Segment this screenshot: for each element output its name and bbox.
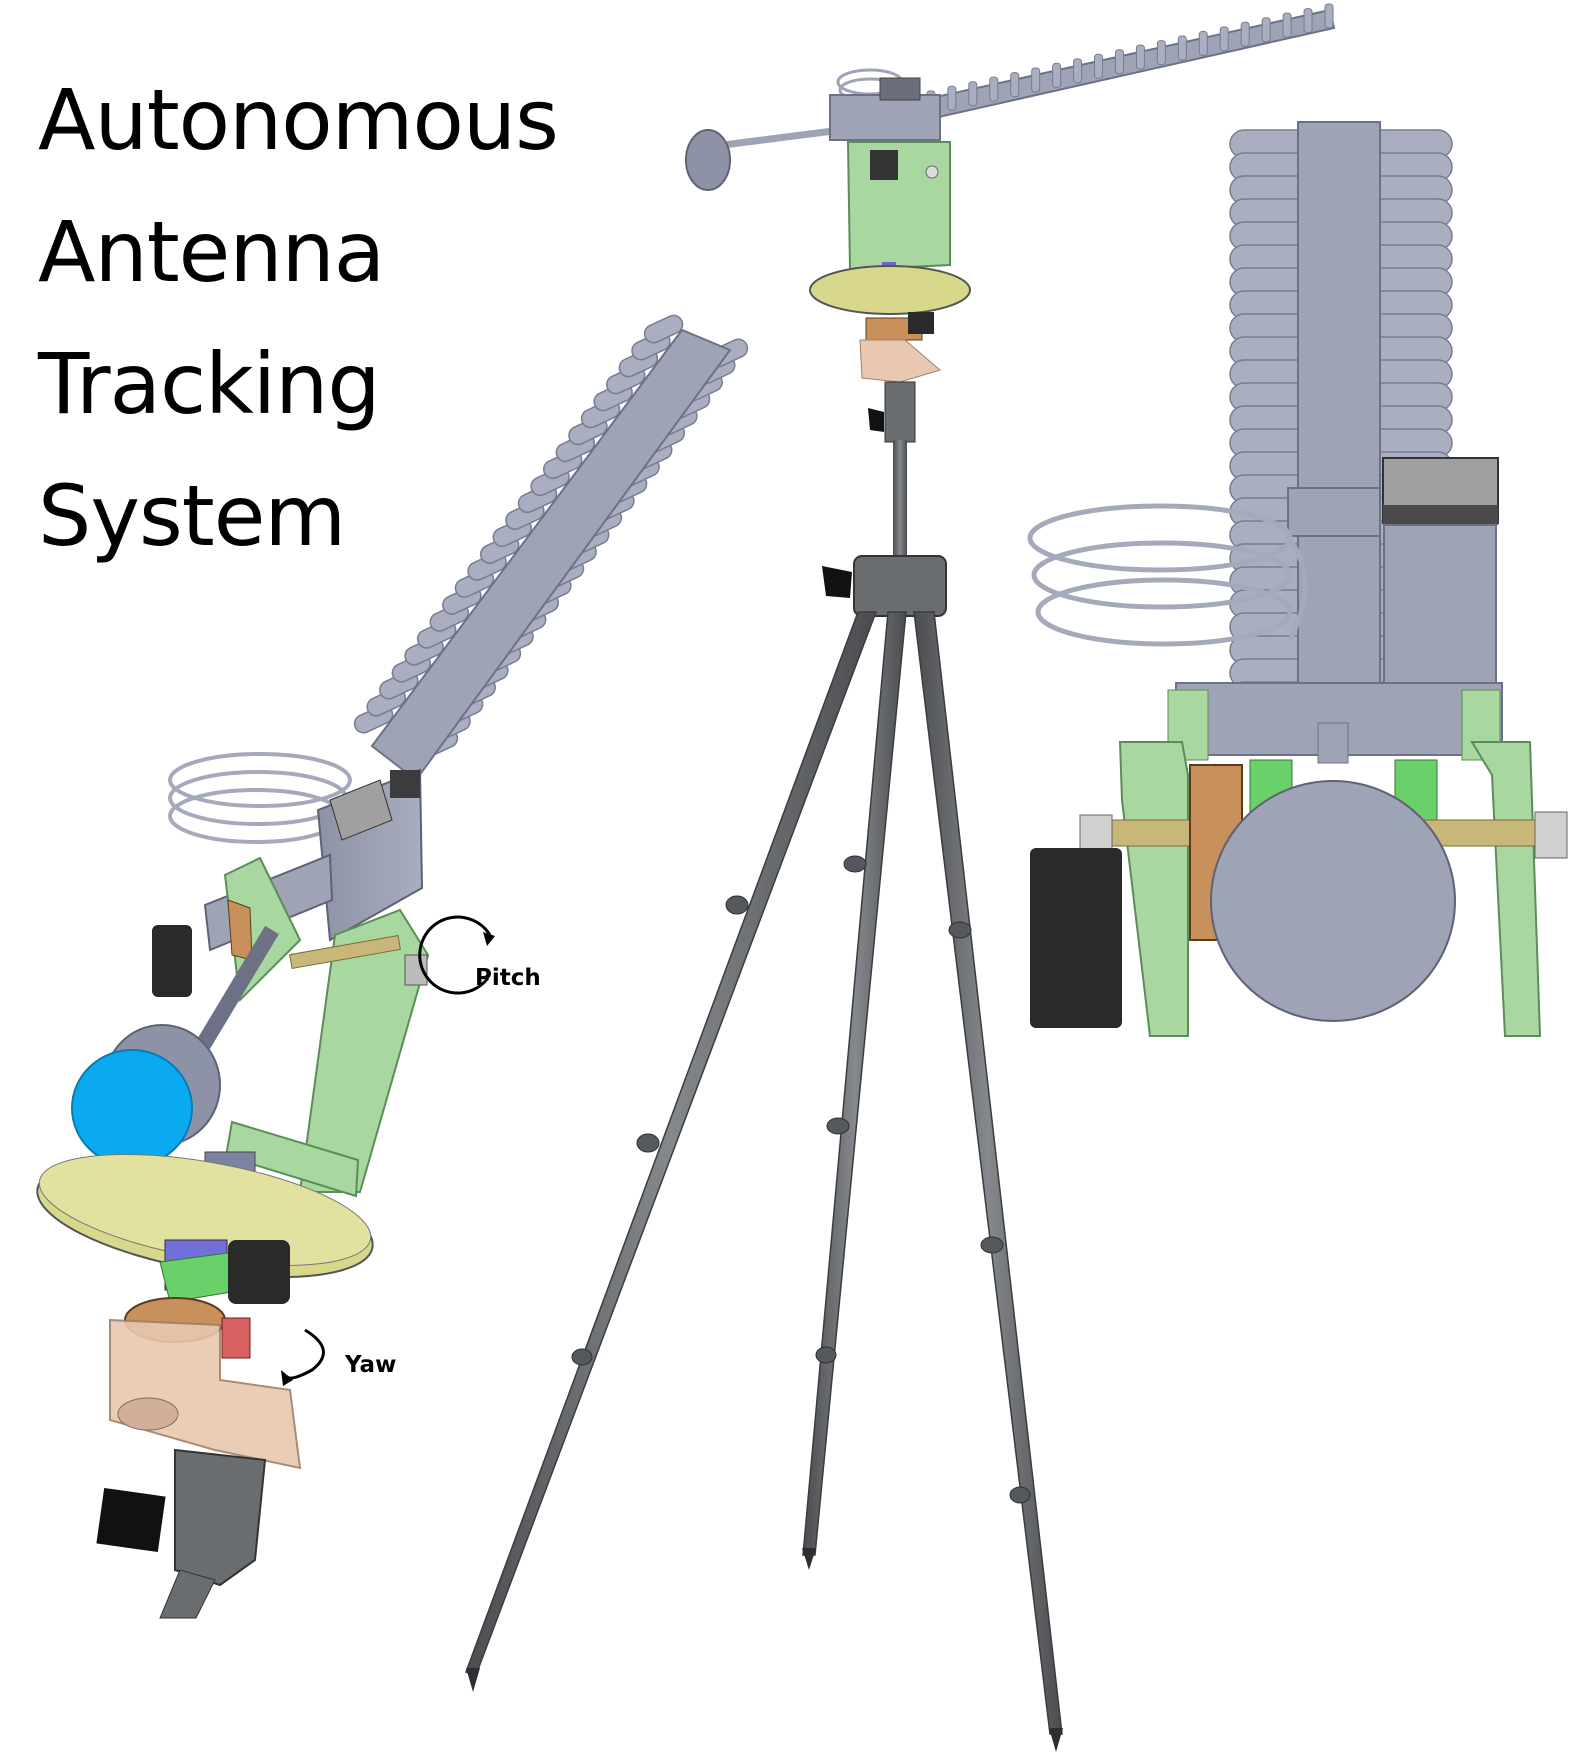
antenna-element: [643, 314, 684, 344]
tripod-hub: [822, 555, 947, 617]
center-pan-head: [868, 381, 916, 560]
page-title: Autonomous Antenna Tracking System: [38, 54, 559, 582]
antenna-element: [1073, 58, 1083, 84]
front-counterweight: [1210, 722, 1456, 1022]
antenna-element: [1031, 67, 1041, 93]
front-coil-cable: [1027, 503, 1308, 647]
antenna-element: [1156, 40, 1166, 66]
antenna-element: [1114, 49, 1124, 75]
tripod-legs: [465, 611, 1063, 1752]
antenna-element: [1135, 44, 1145, 70]
center-turntable: [809, 265, 971, 315]
antenna-element: [947, 85, 957, 111]
antenna-element: [1261, 17, 1271, 43]
antenna-element: [1324, 3, 1334, 29]
closeup-adapter: [109, 1318, 302, 1470]
antenna-element: [1240, 21, 1250, 47]
pitch-label: Pitch: [475, 965, 541, 991]
title-line-2: Antenna: [38, 203, 385, 301]
title-line-1: Autonomous: [38, 71, 559, 169]
title-line-4: System: [38, 467, 346, 565]
closeup-assembly: [36, 314, 749, 1619]
antenna-element: [1094, 53, 1104, 79]
antenna-element: [968, 81, 978, 107]
pitch-indicator: Pitch: [418, 915, 541, 995]
antenna-element: [1177, 35, 1187, 61]
front-pitch-motor: [1030, 848, 1122, 1028]
yaw-indicator: Yaw: [281, 1328, 396, 1386]
closeup-antenna: [353, 314, 749, 782]
front-view-assembly: [1027, 121, 1568, 1037]
antenna-element: [1052, 62, 1062, 88]
antenna-element: [1303, 8, 1313, 34]
antenna-element: [1198, 30, 1208, 56]
center-pitch-bracket: [846, 141, 951, 286]
antenna-element: [989, 76, 999, 102]
curved-arrow-icon: [281, 1328, 325, 1386]
rotate-arrow-icon: [418, 915, 495, 995]
antenna-element: [1282, 12, 1292, 38]
closeup-counterweight: [71, 925, 279, 1167]
tripod-assembly: [465, 3, 1336, 1752]
center-antenna: [685, 3, 1336, 191]
antenna-element: [1010, 72, 1020, 98]
center-yaw-drive: [859, 312, 942, 383]
front-antenna-boom: [1297, 121, 1381, 748]
yaw-label: Yaw: [344, 1352, 396, 1378]
closeup-pan-head: [96, 1448, 267, 1619]
title-line-3: Tracking: [38, 335, 381, 433]
antenna-element: [1219, 26, 1229, 52]
